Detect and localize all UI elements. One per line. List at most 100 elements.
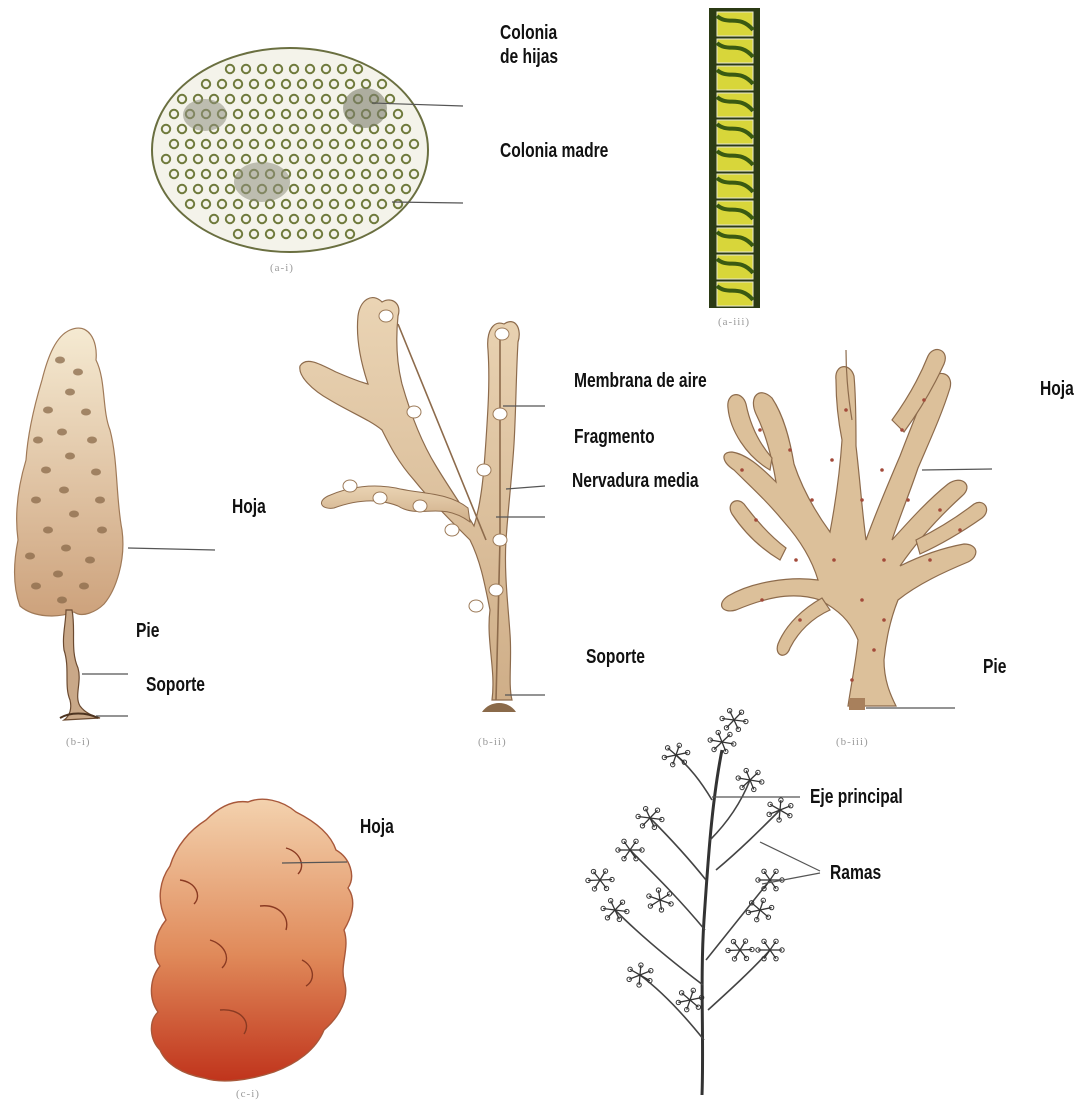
b1-spot — [33, 437, 43, 444]
c2-tuft-stroke — [642, 818, 650, 826]
label-b2-holdfast: Soporte — [586, 646, 645, 669]
c2-tuft-stroke — [770, 941, 776, 950]
b1-spot — [31, 583, 41, 590]
c2-tuft-stroke — [594, 872, 600, 880]
b1-spot — [43, 527, 53, 534]
b3-dot — [860, 498, 864, 502]
b1-spot — [69, 511, 79, 518]
b3-dot — [900, 428, 904, 432]
b3-dot — [794, 558, 798, 562]
b3-dot — [882, 558, 886, 562]
b3-dot — [740, 468, 744, 472]
caption-a1: (a-i) — [270, 262, 294, 274]
label-main-axis: Eje principal — [810, 786, 903, 809]
b1-spot — [91, 469, 101, 476]
label-b1-stipe: Pie — [136, 620, 159, 643]
daughter-colony-blob — [234, 162, 290, 202]
c2-tuft-stroke — [760, 910, 768, 917]
b3-dot — [922, 398, 926, 402]
b1-spot — [31, 497, 41, 504]
b1-spot — [53, 571, 63, 578]
b3-dot — [754, 518, 758, 522]
c2-tuft-stroke — [764, 871, 770, 880]
b3-dot — [958, 528, 962, 532]
c2-tuft-stroke — [639, 975, 640, 985]
b3-dot — [810, 498, 814, 502]
caption-b1: (b-i) — [66, 736, 91, 748]
c2-tuft-stroke — [734, 712, 742, 720]
b2-air-bladder — [413, 500, 427, 512]
c2-tuft-stroke — [682, 993, 690, 1000]
label-fragment: Fragmento — [574, 426, 655, 449]
b1-spot — [81, 409, 91, 416]
c2-tuft-stroke — [770, 871, 776, 880]
b2-air-bladder — [445, 524, 459, 536]
pointer-b3-leaf — [922, 469, 992, 470]
c2-tuft-stroke — [668, 748, 676, 755]
b1-spot — [57, 429, 67, 436]
c2-tuft-stroke — [650, 900, 660, 906]
label-branches: Ramas — [830, 862, 881, 885]
b3-dot — [906, 498, 910, 502]
caption-a2: (a-iii) — [718, 316, 750, 328]
b2-air-bladder — [407, 406, 421, 418]
c2-tuft-stroke — [740, 941, 746, 950]
b3-dot — [928, 558, 932, 562]
c2-tuft-stroke — [764, 880, 770, 889]
b3-dot — [758, 428, 762, 432]
alga-b3 — [722, 350, 987, 706]
b3-dot — [872, 648, 876, 652]
b3-dot — [788, 448, 792, 452]
b1-blade — [15, 328, 123, 616]
b3-base — [849, 698, 865, 710]
b3-dot — [850, 678, 854, 682]
pointer-b1-leaf — [128, 548, 215, 550]
c2-tuft-stroke — [714, 742, 722, 749]
b2-air-bladder — [495, 328, 509, 340]
b3-dot — [760, 598, 764, 602]
c2-tuft-stroke — [770, 950, 776, 959]
pointer-b2-fragment — [506, 486, 545, 489]
c2-tuft-stroke — [600, 871, 606, 880]
caption-c1: (c-i) — [236, 1088, 260, 1100]
c2-tuft-stroke — [624, 841, 630, 850]
caption-b3: (b-iii) — [836, 736, 869, 748]
b2-air-bladder — [379, 310, 393, 322]
b1-spot — [65, 389, 75, 396]
label-daughter-colony-line1: Colonia — [500, 22, 557, 45]
b1-spot — [55, 357, 65, 364]
b1-spot — [97, 527, 107, 534]
label-c1-leaf: Hoja — [360, 816, 394, 839]
c2-tuft-stroke — [640, 965, 641, 975]
b3-dot — [798, 618, 802, 622]
b1-spot — [57, 597, 67, 604]
c2-tuft-stroke — [676, 755, 684, 762]
c2-tuft-stroke — [615, 902, 623, 910]
b3-dot — [860, 598, 864, 602]
c2-tuft-stroke — [690, 1000, 698, 1007]
b1-spot — [87, 437, 97, 444]
b3-dot — [938, 508, 942, 512]
c2-tuft-stroke — [726, 720, 734, 728]
c2-tuft-stroke — [722, 735, 730, 742]
b2-air-bladder — [489, 584, 503, 596]
c2-tuft-stroke — [650, 810, 658, 818]
c2-branches — [615, 755, 780, 1040]
c2-tuft-stroke — [624, 850, 630, 859]
b3-dot — [844, 408, 848, 412]
c2-tuft-stroke — [764, 941, 770, 950]
c2-tuft-stroke — [607, 910, 615, 918]
label-b1-leaf: Hoja — [232, 496, 266, 519]
c2-tuft-stroke — [752, 903, 760, 910]
daughter-colony-blob — [343, 88, 387, 128]
alga-c2 — [586, 708, 793, 1095]
b1-spot — [79, 583, 89, 590]
alga-b1 — [15, 328, 123, 720]
b2-holdfast — [482, 703, 516, 712]
c1-thallus — [151, 799, 352, 1081]
spirogyra-cells — [717, 12, 753, 306]
b1-spot — [85, 557, 95, 564]
b1-spot — [61, 545, 71, 552]
alga-b2 — [300, 298, 519, 712]
